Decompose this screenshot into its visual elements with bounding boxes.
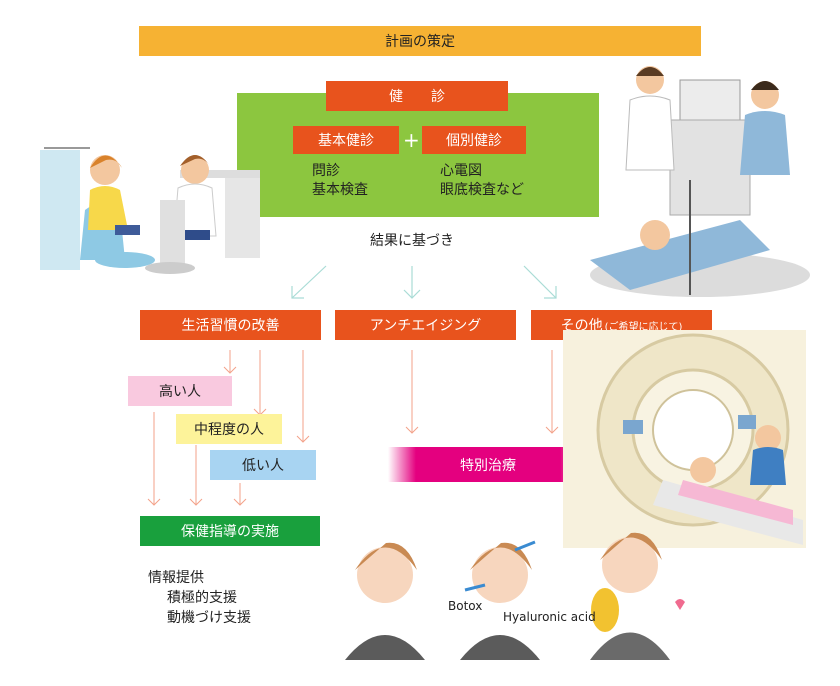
risk-medium: 中程度の人	[176, 414, 282, 444]
exam-illustration	[590, 66, 810, 297]
individual-checkup-label: 個別健診	[422, 126, 526, 154]
counseling-illustration	[40, 147, 260, 274]
guidance-item-motivational: 動機づけ支援	[167, 610, 251, 626]
checkup-panel	[237, 93, 599, 217]
lifestyle-arrows	[147, 350, 310, 506]
individual-item-ecg: 心電図	[440, 163, 482, 179]
faces-illustration	[345, 532, 685, 660]
checkup-title: 健 診	[326, 81, 508, 111]
lifestyle-box: 生活習慣の改善	[140, 310, 321, 340]
guidance-box: 保健指導の実施	[140, 516, 320, 546]
basic-checkup-label: 基本健診	[293, 126, 399, 154]
risk-low: 低い人	[210, 450, 316, 480]
guidance-item-active: 積極的支援	[167, 590, 237, 606]
basic-item-interview: 問診	[312, 163, 340, 179]
guidance-item-info: 情報提供	[148, 570, 204, 586]
other-note: (ご希望に応じて)	[604, 321, 683, 333]
special-treatment-box: 特別治療	[388, 447, 588, 482]
result-note: 結果に基づき	[370, 233, 454, 249]
plan-label: 計画の策定	[385, 34, 455, 50]
individual-item-fundus: 眼底検査など	[440, 182, 524, 198]
hyaluronic-label: Hyaluronic acid	[503, 610, 596, 624]
mri-illustration	[563, 330, 806, 548]
risk-high: 高い人	[128, 376, 232, 406]
basic-item-exam: 基本検査	[312, 182, 368, 198]
plan-bar: 計画の策定	[139, 26, 701, 56]
antiaging-box: アンチエイジング	[335, 310, 516, 340]
botox-label: Botox	[448, 599, 483, 613]
branch-arrows	[291, 265, 557, 299]
plus-sign: +	[403, 128, 420, 152]
special-arrows	[405, 350, 559, 434]
